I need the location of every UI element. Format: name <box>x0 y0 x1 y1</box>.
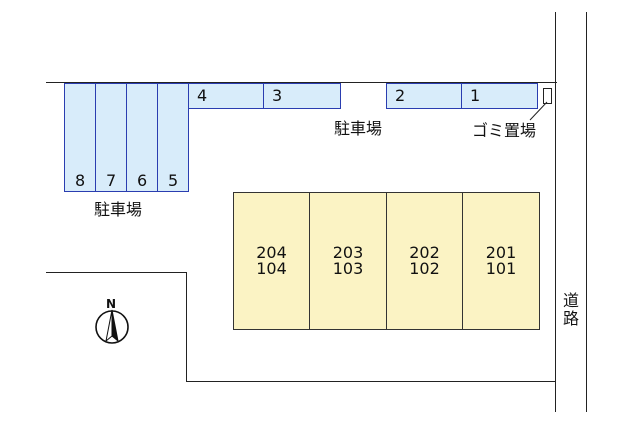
parking-slot-4: 4 <box>188 83 264 109</box>
parking-slot-3: 3 <box>263 83 341 109</box>
building-unit-202-102: 202 102 <box>386 192 463 330</box>
parking-slot-7: 7 <box>95 83 127 192</box>
road-edge-line <box>555 12 556 412</box>
parking-slot-number: 4 <box>197 86 208 105</box>
left-boundary-line <box>46 272 186 273</box>
parking-slot-2: 2 <box>386 83 462 109</box>
parking-slot-number: 3 <box>272 86 283 105</box>
north-arrow-icon <box>95 309 129 344</box>
parking-slot-5: 5 <box>157 83 189 192</box>
parking-slot-number: 1 <box>470 86 481 105</box>
left-vertical-boundary-line <box>186 272 187 381</box>
parking-label-left: 駐車場 <box>94 200 143 219</box>
parking-slot-number: 5 <box>168 171 179 190</box>
parking-slot-1: 1 <box>461 83 538 109</box>
unit-number-lower: 101 <box>485 259 517 278</box>
parking-slot-8: 8 <box>64 83 96 192</box>
parking-label-main: 駐車場 <box>334 119 383 138</box>
unit-number-upper: 203 <box>332 243 364 262</box>
unit-number-upper: 204 <box>256 243 287 262</box>
unit-number-upper: 201 <box>485 243 517 262</box>
unit-number-lower: 103 <box>332 259 364 278</box>
unit-number-upper: 202 <box>409 243 440 262</box>
unit-number-lower: 104 <box>256 259 287 278</box>
building-unit-203-103: 203 103 <box>309 192 387 330</box>
building-unit-201-101: 201 101 <box>462 192 540 330</box>
north-label: N <box>106 297 117 311</box>
bottom-boundary-line <box>186 381 556 382</box>
unit-number-lower: 102 <box>409 259 440 278</box>
parking-slot-6: 6 <box>126 83 158 192</box>
road-label: 道路 <box>562 291 579 328</box>
garbage-leader-line <box>529 101 548 121</box>
top-boundary-line <box>46 82 557 83</box>
parking-slot-number: 7 <box>106 171 117 190</box>
garbage-station-box <box>543 88 552 104</box>
road-far-edge-line <box>586 12 587 412</box>
building-unit-204-104: 204 104 <box>233 192 310 330</box>
garbage-label: ゴミ置場 <box>472 121 537 140</box>
parking-slot-number: 2 <box>395 86 406 105</box>
parking-slot-number: 6 <box>137 171 148 190</box>
parking-slot-number: 8 <box>75 171 86 190</box>
